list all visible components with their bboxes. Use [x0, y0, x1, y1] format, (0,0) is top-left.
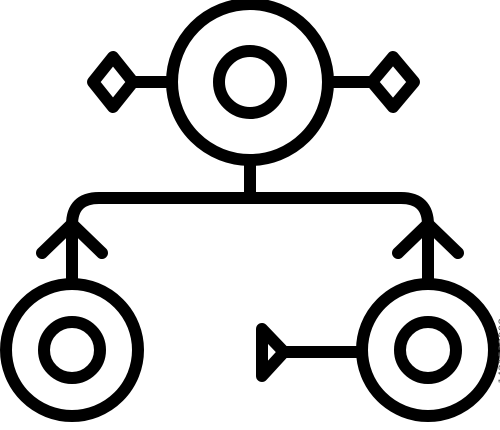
branch-connector-icon: [66, 156, 434, 284]
top-node-icon: [166, 0, 334, 166]
left-arrow-icon: [87, 51, 176, 113]
right-up-arrowhead-icon: [392, 218, 464, 259]
incoming-arrow-icon: [256, 323, 366, 382]
bottom-left-node-icon: [0, 278, 144, 422]
left-up-arrowhead-icon: [36, 218, 108, 259]
right-arrow-icon: [324, 51, 420, 113]
bottom-right-node-icon: [356, 278, 500, 422]
